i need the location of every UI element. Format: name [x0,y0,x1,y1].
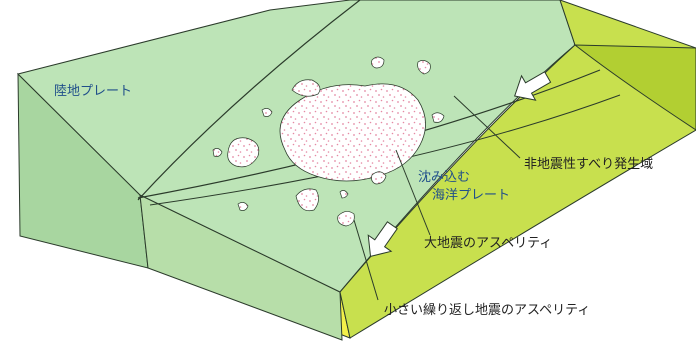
arrow-icon [514,71,552,101]
non-seismic-slip-label: 非地震性すべり発生域 [524,157,653,172]
subducting-plate-edge [339,0,696,339]
small-asperity [227,137,260,168]
leader-line [353,219,379,301]
leader-line [395,149,431,236]
large-asperity-label: 大地震のアスペリティ [424,236,552,251]
small-asperity [212,148,223,157]
arrow-icon [367,221,398,258]
small-asperity [337,211,355,227]
subducting-plate-label-line2: 海洋プレート [432,188,510,203]
small-asperity [431,112,445,123]
small-asperity-label: 小さい繰り返し地震のアスペリティ [384,303,590,318]
small-asperity [291,79,321,97]
leader-line [453,95,521,159]
small-asperity [339,190,349,199]
small-asperities [212,56,445,227]
subducting-plate-label-line1: 沈み込む [418,170,470,185]
land-plate-label: 陸地プレート [54,83,132,99]
small-asperity [371,171,387,185]
small-asperity [371,56,385,69]
small-asperity [417,60,431,75]
small-asperity [261,108,273,117]
small-asperity [295,188,319,212]
plate-boundary-line [137,0,361,201]
small-asperity [237,202,249,211]
